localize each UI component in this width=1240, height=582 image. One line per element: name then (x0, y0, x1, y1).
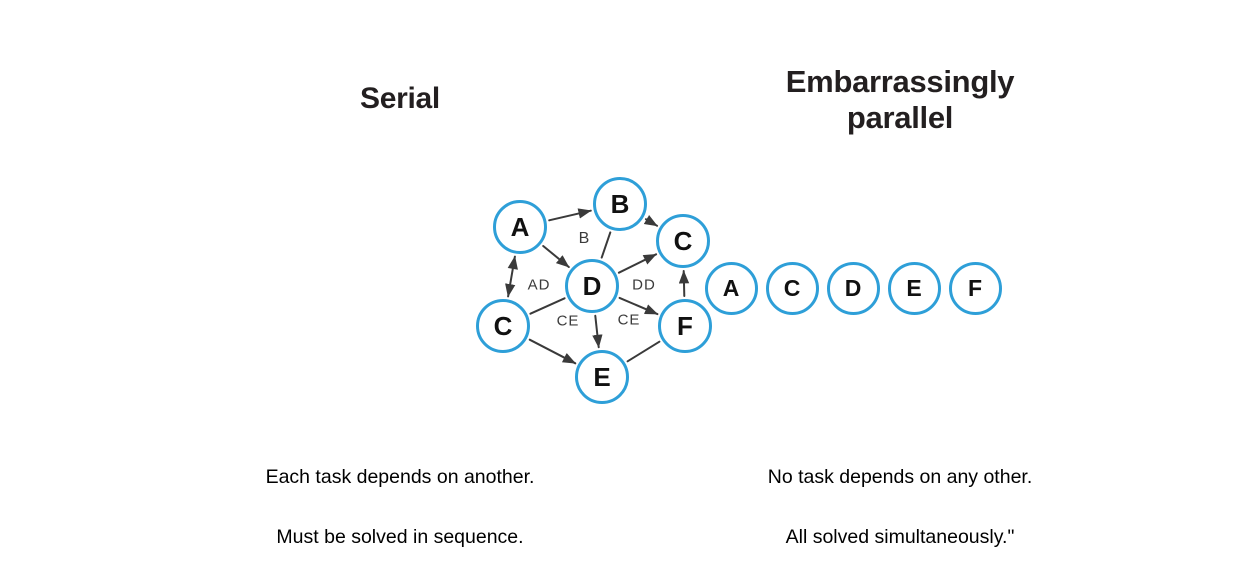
graph-edge-d-e (592, 314, 603, 349)
parallel-node-label: C (783, 275, 801, 301)
graph-node-label: C (493, 310, 513, 341)
graph-node-b: B (593, 177, 647, 231)
graph-edge-label-0: B (578, 230, 590, 247)
parallel-caption: No task depends on any other. All solved… (660, 432, 1140, 582)
parallel-node-e: E (887, 262, 941, 315)
parallel-node-label: E (906, 275, 922, 301)
serial-graph-edges (505, 208, 690, 365)
graph-edge-label-4: CE (617, 311, 641, 329)
graph-edge-a-b (548, 208, 592, 222)
graph-edge-f-e (626, 340, 661, 363)
serial-caption-line-1: Each task depends on another. (265, 466, 535, 488)
parallel-caption-line-2: All solved simultaneously." (785, 526, 1015, 548)
serial-dependency-graph: A B C D C F E B AD DD CE CE (180, 0, 712, 526)
parallel-panel: Embarrassingly parallel A C D E F No task de… (660, 0, 1140, 548)
serial-caption: Each task depends on another. Must be so… (180, 432, 620, 582)
graph-edge-f-c1 (678, 270, 690, 297)
graph-edge-a-c2 (505, 255, 518, 298)
serial-panel: Serial A B C D C F E B AD DD CE CE Each task depen… (180, 0, 712, 548)
parallel-node-c: C (765, 262, 819, 315)
graph-node-f: F (658, 299, 712, 353)
parallel-title-line-1: Embarrassingly (785, 64, 1015, 99)
graph-node-d: D (565, 259, 619, 313)
parallel-panel-title: Embarrassingly parallel (660, 64, 1140, 136)
parallel-caption-line-1: No task depends on any other. (767, 466, 1033, 488)
graph-edge-label-2: DD (632, 276, 656, 294)
parallel-node-f: F (948, 262, 1002, 315)
graph-node-label: D (582, 270, 602, 301)
parallel-node-label: A (722, 275, 740, 301)
graph-edge-d-c1 (617, 253, 658, 274)
graph-node-label: C (673, 225, 693, 256)
graph-edge-c2-e (528, 338, 577, 365)
parallel-node-d: D (826, 262, 880, 315)
parallel-node-label: F (967, 275, 983, 301)
graph-node-e: E (575, 350, 629, 404)
graph-edge-b-d (600, 231, 612, 259)
graph-node-label: E (593, 361, 611, 392)
graph-edge-label-1: AD (527, 276, 551, 294)
graph-node-c2: C (476, 299, 530, 353)
serial-caption-line-2: Must be solved in sequence. (276, 526, 524, 548)
parallel-node-a: A (704, 262, 758, 315)
parallel-node-label: D (844, 275, 862, 301)
serial-panel-title: Serial (360, 82, 440, 115)
graph-node-a: A (493, 200, 547, 254)
graph-edge-b-c1 (643, 215, 659, 227)
graph-edge-label-3: CE (556, 312, 580, 330)
graph-edge-d-f (618, 296, 659, 316)
parallel-title-line-2: parallel (846, 99, 954, 135)
graph-edge-a-d (542, 245, 570, 268)
graph-node-c1: C (656, 214, 710, 268)
graph-edge-c2-d (529, 297, 566, 315)
graph-node-label: A (510, 211, 530, 242)
graph-node-label: B (610, 188, 630, 219)
graph-node-label: F (677, 310, 693, 341)
